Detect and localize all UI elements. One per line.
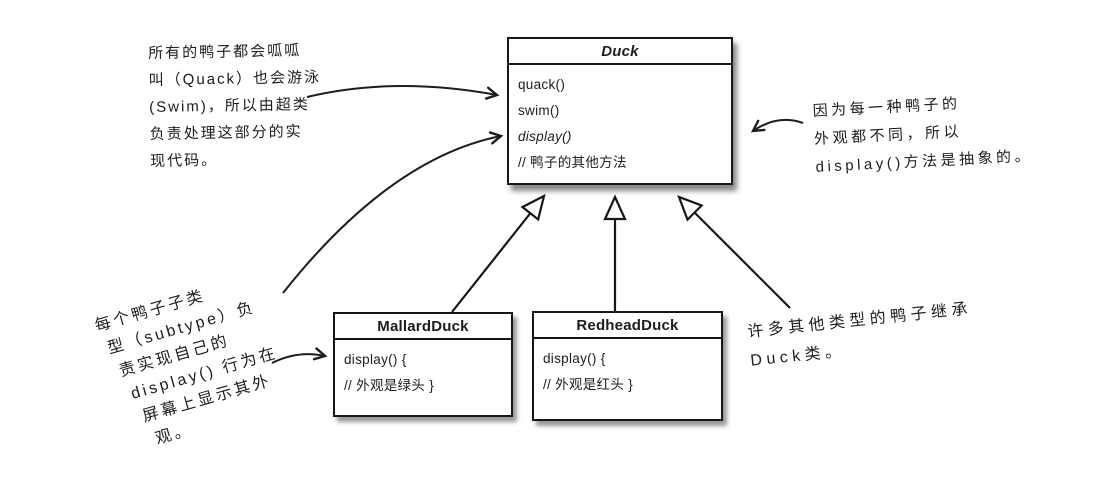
method-display-open: display() { [543, 351, 606, 366]
note-superclass-implementation: 所有的鸭子都会呱呱 叫（Quack）也会游泳 (Swim)，所以由超类 负责处理… [148, 37, 323, 175]
note-line: 所有的鸭子都会呱呱 [148, 42, 302, 62]
class-title-redheadduck: RedheadDuck [534, 313, 721, 339]
class-title-mallardduck: MallardDuck [335, 314, 511, 340]
method-display-abstract: display() [518, 129, 572, 144]
superclass-note-arrow [306, 85, 500, 100]
class-box-redheadduck: RedheadDuck display() { // 外观是红头 } [532, 311, 723, 421]
note-line: 现代码。 [149, 151, 219, 170]
method-quack: quack() [518, 77, 566, 92]
comment-other-methods: // 鸭子的其他方法 [518, 155, 627, 170]
class-body-duck: quack() swim() display() // 鸭子的其他方法 [509, 65, 731, 180]
generalization-line-mallard [451, 193, 546, 313]
method-swim: swim() [518, 103, 560, 118]
method-display-open: display() { [344, 352, 407, 367]
generalization-line-other-ducks [677, 195, 791, 309]
note-line: (Swim)，所以由超类 [149, 96, 310, 116]
class-box-duck: Duck quack() swim() display() // 鸭子的其他方法 [507, 37, 733, 185]
class-box-mallardduck: MallardDuck display() { // 外观是绿头 } [333, 312, 513, 417]
comment-green-head: // 外观是绿头 } [344, 378, 435, 393]
comment-red-head: // 外观是红头 } [543, 377, 634, 392]
note-display-abstract: 因为每一种鸭子的 外观都不同，所以 display()方法是抽象的。 [812, 87, 1034, 182]
class-body-redheadduck: display() { // 外观是红头 } [534, 339, 721, 402]
subtype-note-arrow [271, 347, 328, 364]
class-body-mallardduck: display() { // 外观是绿头 } [335, 340, 511, 403]
note-line: 叫（Quack）也会游泳 [148, 68, 322, 89]
class-title-duck: Duck [509, 39, 731, 65]
abstract-note-arrow [750, 118, 804, 133]
display-abstract-note-arrow [282, 131, 504, 294]
note-line: 负责处理这部分的实 [149, 123, 303, 143]
